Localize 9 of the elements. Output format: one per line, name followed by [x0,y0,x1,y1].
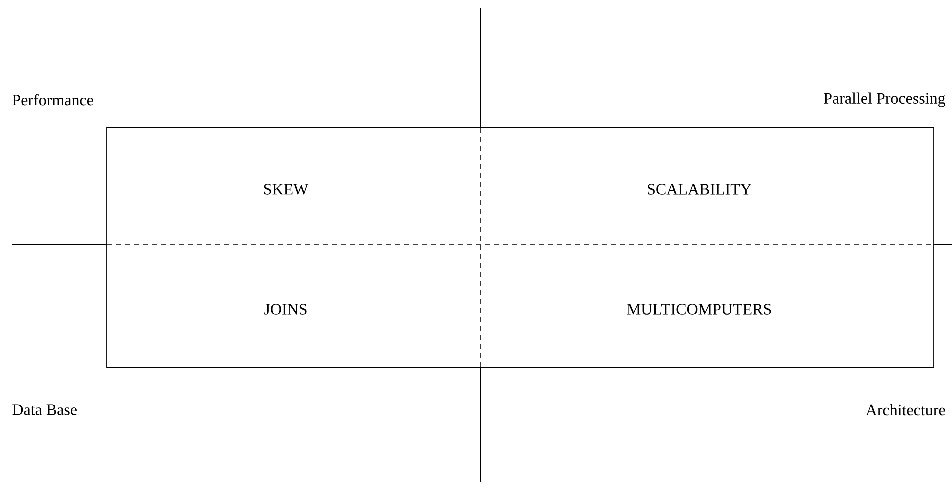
corner-label: Performance [12,94,94,106]
corner-label: Data Base [12,404,77,416]
quadrant-label: SCALABILITY [648,184,752,195]
frame-box [106,128,934,368]
quadrant-label: MULTICOMPUTERS [627,304,772,315]
corner-label: Parallel Processing [824,92,946,108]
corner-label: Architecture [866,404,946,416]
quadrant-label: SKEW [264,184,309,195]
quadrant-label: JOINS [264,304,307,315]
